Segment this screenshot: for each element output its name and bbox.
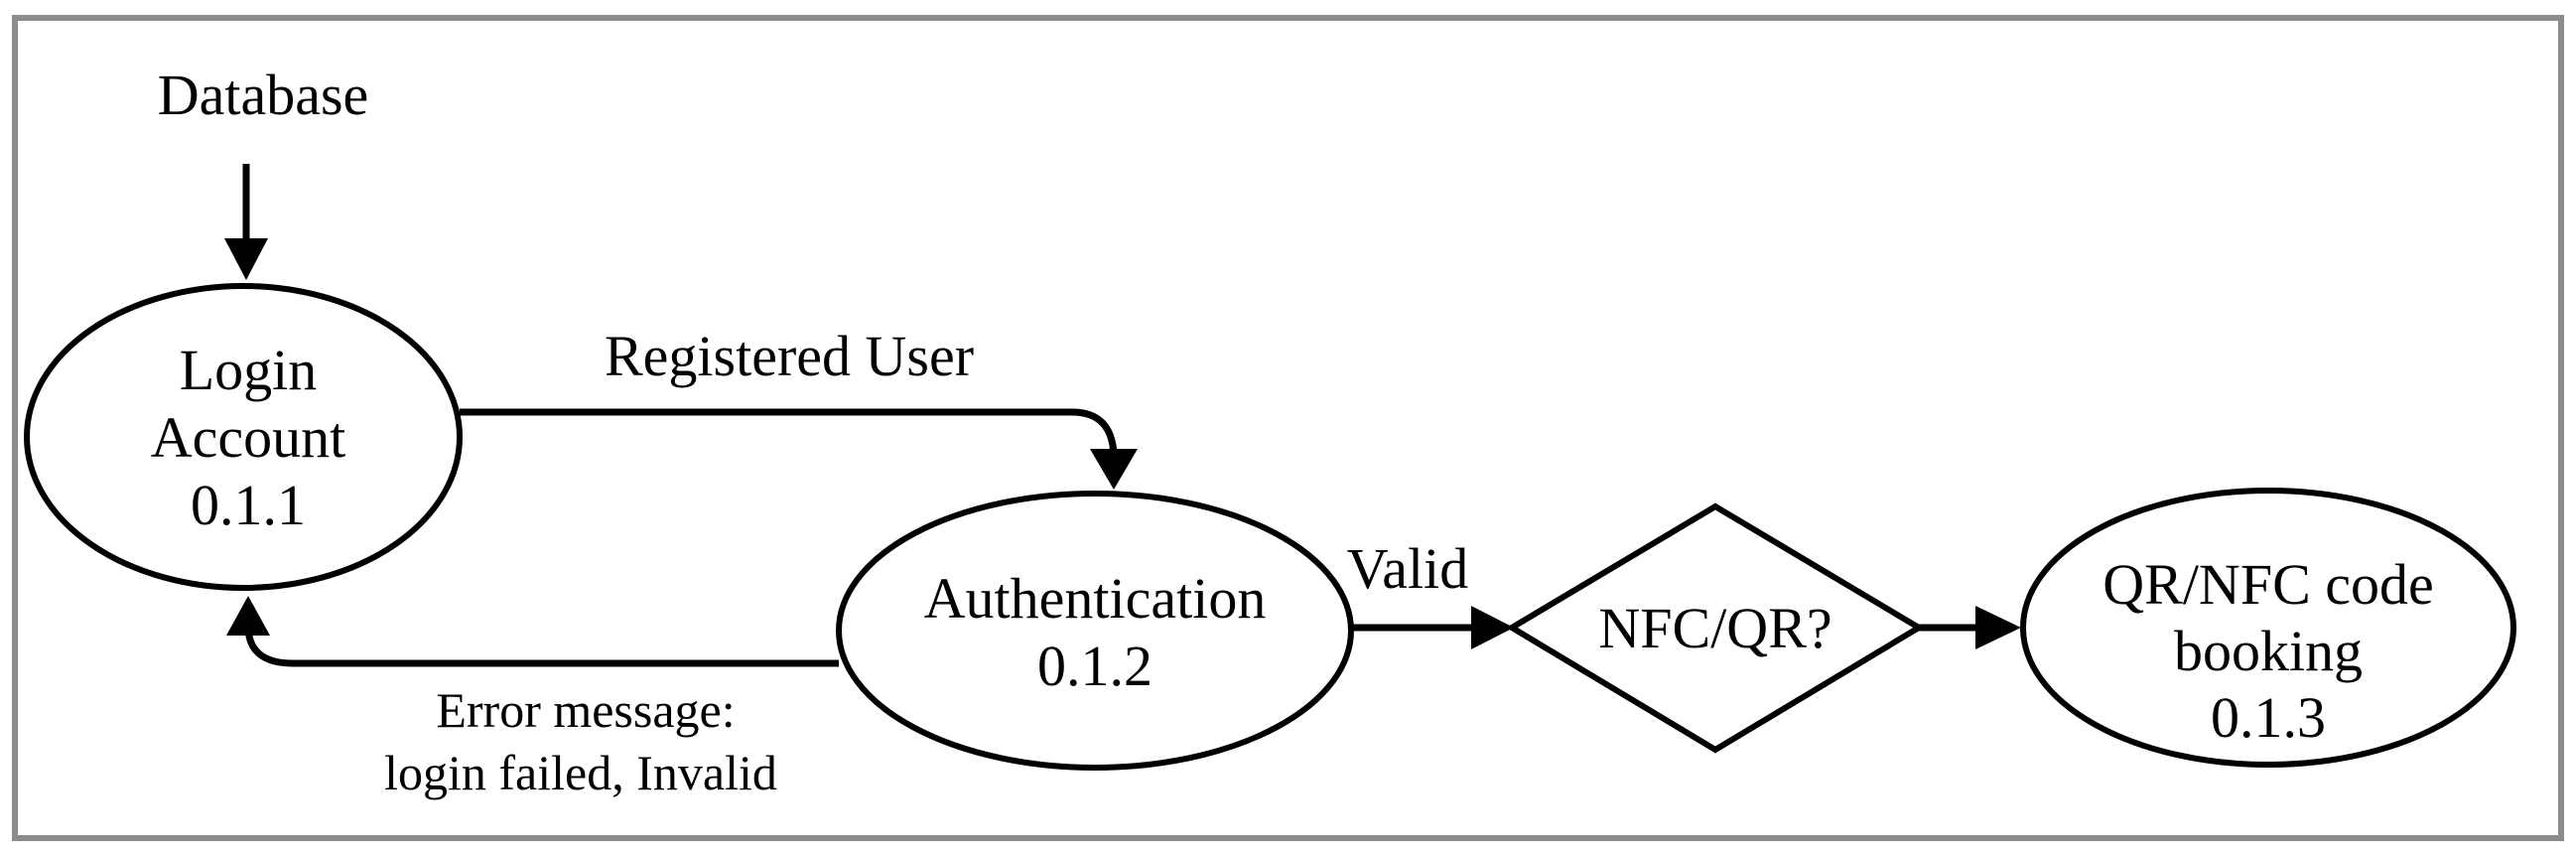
error-label-1: Error message: [436, 682, 735, 738]
database-label: Database [158, 63, 369, 127]
booking-label-1: QR/NFC code [2102, 552, 2434, 617]
valid-arrowhead [1471, 606, 1514, 649]
decision-to-booking-arrowhead [1975, 606, 2021, 649]
login-account-label-3: 0.1.1 [191, 473, 306, 537]
authentication-label-1: Authentication [924, 566, 1267, 631]
registered-user-arrowhead [1090, 449, 1138, 490]
booking-label-3: 0.1.3 [2211, 685, 2326, 750]
registered-user-edge [460, 408, 1118, 459]
diagram-frame [12, 15, 2564, 841]
booking-label-2: booking [2174, 619, 2363, 683]
authentication-node [836, 491, 1354, 771]
error-edge [244, 624, 839, 667]
nfc-qr-decision-node [1506, 502, 1925, 754]
error-arrowhead [226, 596, 270, 636]
registered-user-label: Registered User [605, 324, 974, 388]
error-label-2: login failed, Invalid [384, 745, 777, 800]
login-account-label-2: Account [151, 405, 346, 470]
valid-label: Valid [1347, 536, 1468, 601]
qr-nfc-booking-node [2020, 488, 2516, 768]
login-account-label-1: Login [180, 338, 318, 402]
authentication-label-2: 0.1.2 [1037, 634, 1152, 698]
login-account-node [24, 283, 463, 591]
database-arrowhead [224, 238, 268, 280]
nfc-qr-decision-label: NFC/QR? [1598, 596, 1831, 660]
